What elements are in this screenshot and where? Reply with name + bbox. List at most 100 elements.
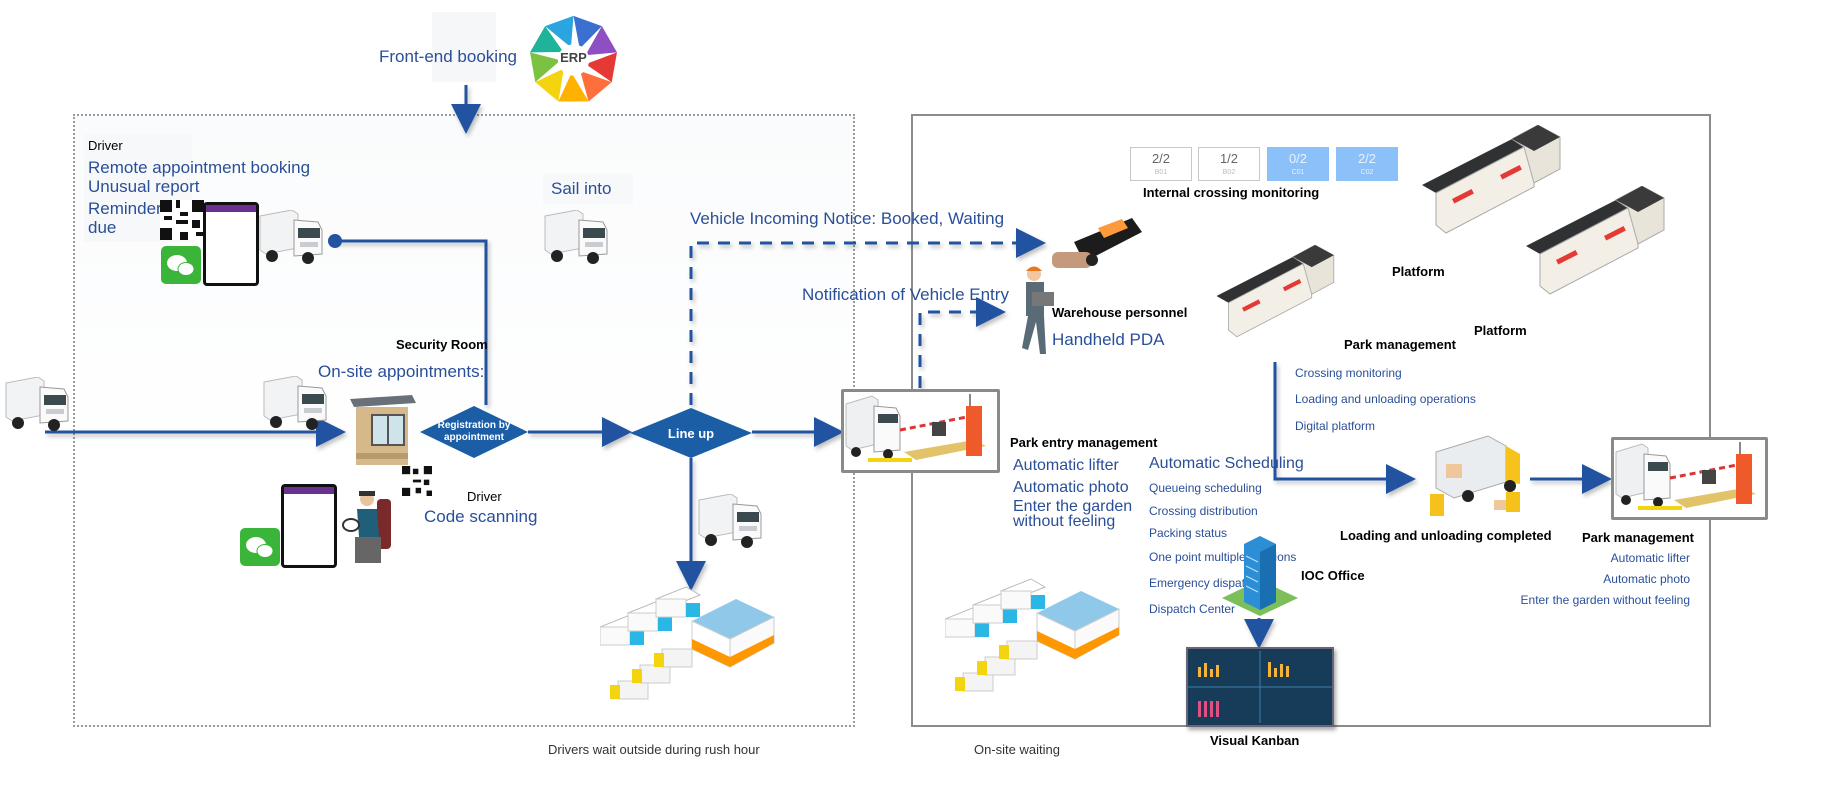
line-up-label: Line up	[667, 425, 715, 441]
kanban-bar	[1280, 664, 1283, 677]
security-booth-icon	[348, 393, 418, 473]
slot-value: 0/2	[1288, 151, 1308, 166]
registration-label: Registration by appointment	[437, 420, 511, 443]
erp-segment	[580, 70, 612, 102]
remote-route-line	[335, 239, 488, 405]
crossing-monitor-title: Internal crossing monitoring	[1143, 185, 1320, 200]
scheduling-item: Dispatch Center	[1149, 602, 1236, 616]
truck-icon	[543, 209, 611, 271]
park-mgmt-item: Loading and unloading operations	[1295, 392, 1476, 406]
truck-icon	[697, 493, 765, 555]
erp-segment	[530, 52, 561, 83]
slot-label: C01	[1291, 169, 1305, 176]
park-mgmt-item: Crossing monitoring	[1295, 366, 1402, 380]
onsite-appointments-label: On-site appointments:	[318, 362, 485, 381]
kanban-bar	[1204, 701, 1207, 717]
slot-value: 2/2	[1357, 151, 1377, 166]
exit-item: Automatic lifter	[1610, 551, 1690, 565]
entry-gate-box	[841, 389, 1000, 473]
wechat-icon	[161, 246, 201, 284]
code-scanning-label: Code scanning	[424, 507, 538, 526]
reminder-text: Reminder	[88, 199, 162, 218]
barrier-gate-icon	[1614, 440, 1765, 521]
park-warehouse-icon	[1208, 244, 1336, 343]
kanban-bar	[1210, 701, 1213, 717]
slot-label: B02	[1222, 169, 1236, 176]
park-entry-title: Park entry management	[1010, 435, 1158, 450]
kanban-bar	[1216, 665, 1219, 677]
loading-completed-label: Loading and unloading completed	[1340, 528, 1552, 543]
slot-value: 2/2	[1151, 151, 1171, 166]
scheduling-item: Queueing scheduling	[1149, 481, 1262, 495]
handheld-pda-icon	[1052, 212, 1144, 280]
truck-icon	[262, 375, 330, 437]
entry-notice-label: Notification of Vehicle Entry	[802, 285, 1009, 304]
exit-item: Automatic photo	[1603, 572, 1690, 586]
kanban-bar	[1286, 666, 1289, 677]
onsite-waiting-caption: On-site waiting	[974, 742, 1060, 757]
driver-scan-role-label: Driver	[467, 489, 502, 504]
kanban-bar	[1204, 663, 1207, 677]
kanban-bar	[1268, 662, 1271, 677]
park-management-title: Park management	[1344, 337, 1456, 352]
platform-warehouse-icon	[1412, 124, 1562, 240]
scheduling-item: Crossing distribution	[1149, 504, 1258, 518]
seated-driver-icon	[337, 485, 401, 567]
truck-icon	[4, 376, 72, 438]
ioc-office-label: IOC Office	[1301, 568, 1365, 583]
entry-notice-dashed-arrow	[918, 297, 1006, 388]
qr-code-icon	[160, 200, 204, 240]
park-entry-item: Automatic photo	[1013, 479, 1129, 496]
scheduling-item: Emergency dispatch	[1149, 576, 1258, 590]
park-entry-item: without feeling	[1013, 513, 1116, 530]
slot-label: B01	[1154, 169, 1168, 176]
route-start-dot	[328, 234, 342, 248]
kanban-bar	[1274, 668, 1277, 677]
label-backdrop	[543, 174, 633, 204]
platform-label: Platform	[1392, 264, 1445, 279]
park-mgmt-item: Digital platform	[1295, 419, 1376, 433]
phone-app-icon	[281, 484, 337, 568]
scheduling-title: Automatic Scheduling	[1149, 455, 1304, 472]
security-room-label: Security Room	[396, 337, 488, 352]
erp-logo-icon: ERP	[525, 14, 622, 106]
platform-warehouse-icon	[1516, 185, 1666, 301]
truck-icon	[258, 209, 326, 271]
visual-kanban-screen	[1186, 647, 1334, 727]
exit-gate-box	[1611, 437, 1768, 520]
erp-segment	[573, 15, 602, 49]
remote-booking-text: Remote appointment booking	[88, 158, 311, 177]
kanban-bar	[1198, 667, 1201, 677]
visual-kanban-label: Visual Kanban	[1210, 733, 1300, 748]
kanban-bar	[1198, 701, 1201, 717]
waiting-fleet-icon	[598, 585, 780, 730]
warehouse-personnel-label: Warehouse personnel	[1052, 305, 1188, 320]
waiting-fleet-icon	[943, 577, 1125, 722]
registration-by-appointment-node: Registration by appointment	[420, 406, 528, 458]
park-to-loading-arrow	[1273, 362, 1416, 494]
incoming-notice-label: Vehicle Incoming Notice: Booked, Waiting	[690, 209, 1005, 228]
erp-segment	[530, 26, 564, 53]
barrier-gate-icon	[844, 392, 997, 473]
rush-hour-caption: Drivers wait outside during rush hour	[548, 742, 760, 757]
label-backdrop	[432, 12, 496, 82]
slot-value: 1/2	[1219, 151, 1239, 166]
exit-park-management-title: Park management	[1582, 530, 1694, 545]
kanban-bar	[1216, 701, 1219, 717]
platform-label: Platform	[1474, 323, 1527, 338]
warehouse-worker-icon	[1018, 262, 1058, 362]
erp-segment	[545, 15, 574, 48]
wechat-icon	[240, 528, 280, 566]
park-entry-item: Enter the garden	[1013, 498, 1133, 515]
erp-segment	[585, 26, 617, 56]
driver-role-label: Driver	[88, 138, 123, 153]
erp-segment	[585, 52, 617, 83]
scheduling-item: Packing status	[1149, 526, 1228, 540]
erp-segment	[558, 72, 589, 102]
loading-unloading-icon	[1418, 432, 1528, 522]
